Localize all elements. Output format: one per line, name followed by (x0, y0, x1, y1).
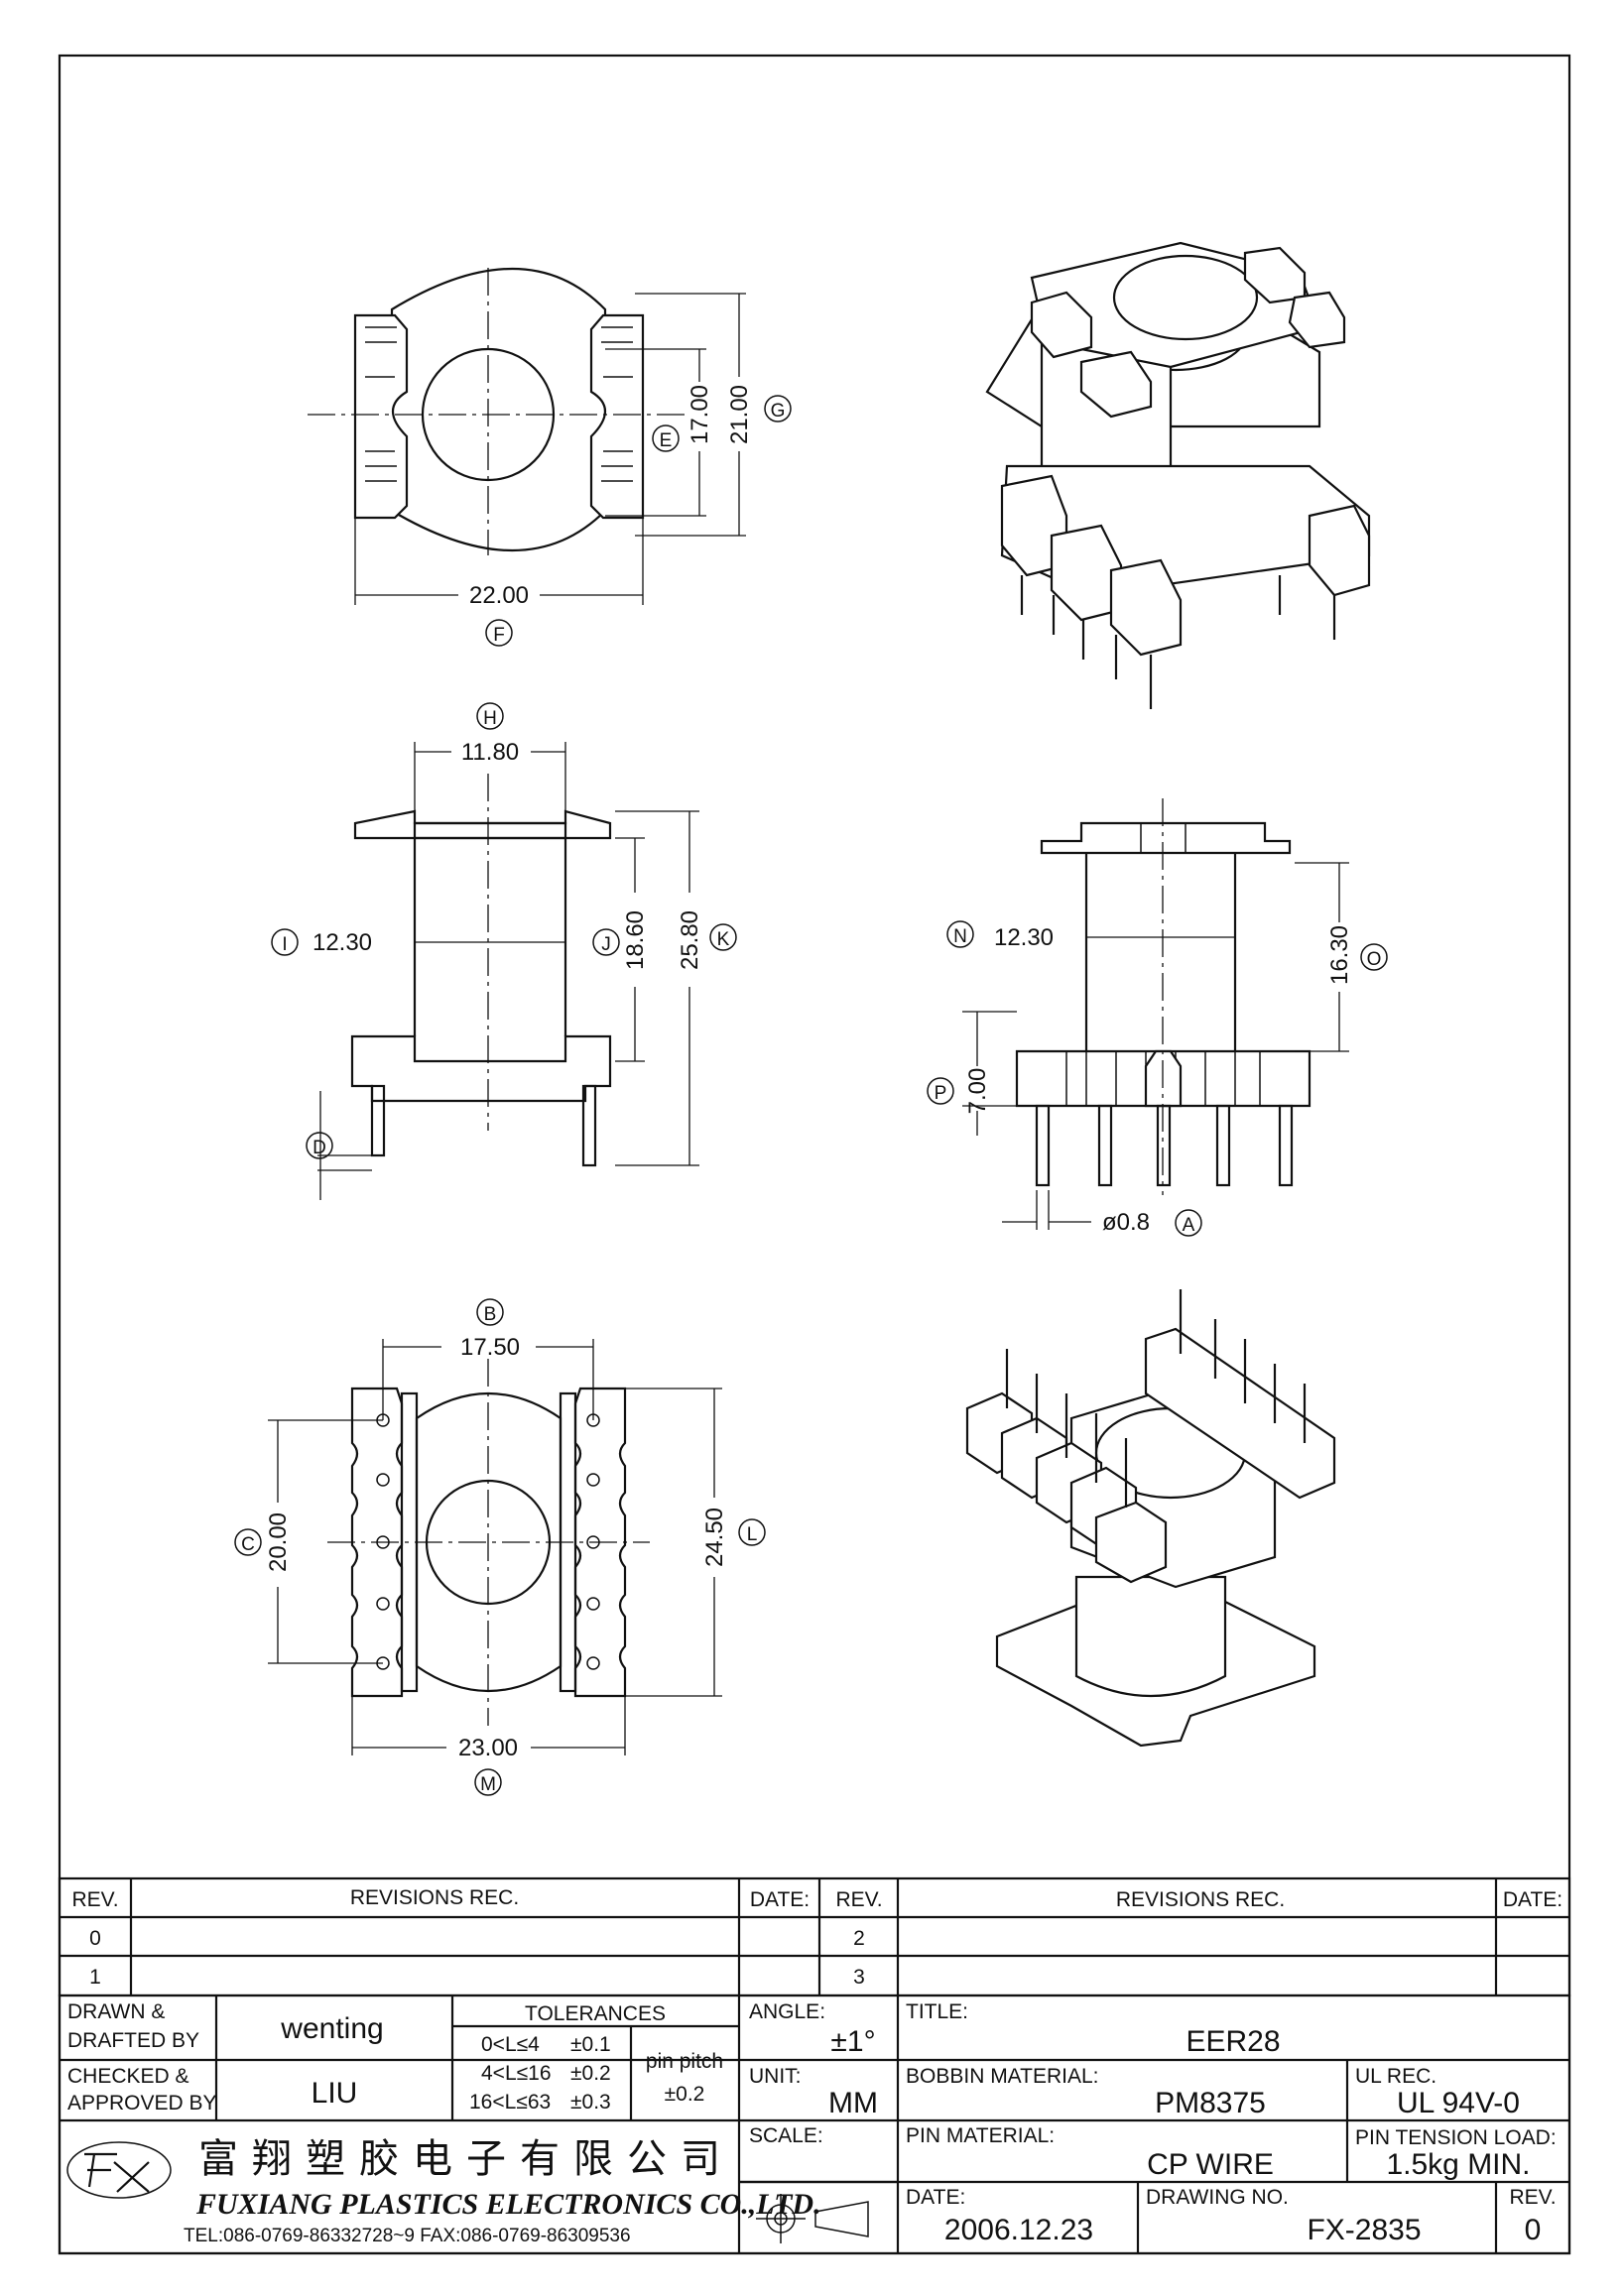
pin-tension-label: PIN TENSION LOAD: (1355, 2126, 1557, 2149)
angle-value: ±1° (830, 2025, 875, 2058)
dim-side-window: 18.60 (622, 910, 649, 970)
date-value: 2006.12.23 (944, 2214, 1093, 2246)
scale-label: SCALE: (749, 2124, 823, 2147)
dim-top-inner: 17.00 (687, 385, 713, 444)
drawn-label-line2: DRAFTED BY (67, 2029, 199, 2052)
rev-header-right: REV. (835, 1888, 882, 1911)
tol-range-1: 4<L≤16 (481, 2062, 552, 2085)
dim-bottom-pitch: 20.00 (265, 1512, 292, 1572)
rev-date-header-left: DATE: (750, 1888, 810, 1911)
ul-value: UL 94V-0 (1397, 2087, 1520, 2119)
dim-top-outer: 21.00 (726, 385, 753, 444)
side-view: 11.80 H 12.30 I 18.60 J 25.80 K D (271, 702, 737, 1200)
tag-front-tube: O (1367, 949, 1382, 970)
tol-value-1: ±0.2 (570, 2062, 611, 2085)
front-view: 12.30 N 16.30 O 7.00 P ø0.8 A (927, 798, 1388, 1237)
ul-label: UL REC. (1355, 2065, 1437, 2088)
bottom-view: 17.50 B 20.00 C 24.50 L 23.00 M (234, 1298, 766, 1796)
drawing-no-label: DRAWING NO. (1146, 2186, 1289, 2209)
tag-bottom-width: M (480, 1774, 496, 1795)
dim-side-height: 25.80 (677, 910, 703, 970)
tag-side-core: I (282, 934, 287, 955)
rev-rec-header-left: REVISIONS REC. (350, 1886, 519, 1909)
iso-view-bottom (965, 1289, 1336, 1748)
tag-front-pin: A (1183, 1215, 1195, 1236)
tag-top-inner: E (660, 430, 673, 451)
dim-side-core: 12.30 (312, 929, 372, 956)
rev-value: 0 (1525, 2214, 1542, 2246)
dim-front-pin: ø0.8 (1102, 1209, 1150, 1236)
tag-front-base: P (935, 1083, 947, 1104)
pin-tension-value: 1.5kg MIN. (1386, 2148, 1530, 2181)
iso-view-top (985, 241, 1371, 709)
unit-label: UNIT: (749, 2065, 802, 2088)
tag-top-outer: G (771, 401, 786, 422)
title-label: TITLE: (906, 2000, 968, 2023)
tolerances-title: TOLERANCES (525, 2002, 666, 2025)
rev-row-1: 1 (89, 1966, 101, 1989)
rev-row-3: 3 (853, 1966, 865, 1989)
projection-symbol-icon (756, 2194, 869, 2243)
unit-value: MM (828, 2087, 878, 2119)
tol-range-2: 16<L≤63 (469, 2091, 551, 2114)
drawn-by-value: wenting (280, 2012, 383, 2045)
date-label: DATE: (906, 2186, 965, 2209)
company-logo-icon (66, 2141, 172, 2199)
rev-rec-header-right: REVISIONS REC. (1116, 1888, 1285, 1911)
tag-top-width: F (493, 625, 505, 646)
tag-side-window: J (601, 934, 611, 955)
tol-range-0: 0<L≤4 (481, 2033, 540, 2056)
checked-label-line1: CHECKED & (67, 2065, 189, 2088)
drawing-no-value: FX-2835 (1307, 2214, 1421, 2246)
dim-front-base: 7.00 (964, 1068, 991, 1115)
tag-bottom-pinrow: B (484, 1304, 497, 1325)
pin-pitch-value: ±0.2 (665, 2083, 705, 2106)
tag-side-height: K (717, 929, 730, 950)
checked-by-value: LIU (312, 2077, 358, 2110)
dim-bottom-len: 24.50 (701, 1508, 728, 1567)
dim-top-width: 22.00 (469, 582, 529, 609)
rev-row-0: 0 (89, 1927, 101, 1950)
pin-material-label: PIN MATERIAL: (906, 2124, 1055, 2147)
tol-value-0: ±0.1 (570, 2033, 611, 2056)
drawn-label-line1: DRAWN & (67, 2000, 165, 2023)
dim-bottom-pinrow: 17.50 (460, 1334, 520, 1361)
sheet-border (58, 54, 1571, 2255)
rev-label: REV. (1509, 2186, 1556, 2209)
company-name-cn: 富翔塑胶电子有限公司 (198, 2136, 734, 2182)
title-value: EER28 (1186, 2025, 1280, 2058)
rev-row-2: 2 (853, 1927, 865, 1950)
angle-label: ANGLE: (749, 2000, 825, 2023)
tag-side-top: H (483, 708, 497, 729)
dim-front-core: 12.30 (994, 924, 1054, 951)
rev-date-header-right: DATE: (1503, 1888, 1562, 1911)
tag-bottom-len: L (747, 1524, 758, 1545)
pin-material-value: CP WIRE (1147, 2148, 1274, 2181)
company-contact: TEL:086-0769-86332728~9 FAX:086-0769-863… (184, 2226, 631, 2246)
rev-header-left: REV. (71, 1888, 118, 1911)
dim-front-tube: 16.30 (1326, 925, 1353, 985)
tol-value-2: ±0.3 (570, 2091, 611, 2114)
pin-pitch-label: pin pitch (646, 2050, 723, 2073)
company-name-en: FUXIANG PLASTICS ELECTRONICS CO.,LTD. (195, 2188, 821, 2221)
tag-side-pin: D (312, 1138, 326, 1158)
bobbin-material-label: BOBBIN MATERIAL: (906, 2065, 1099, 2088)
dim-bottom-width: 23.00 (458, 1735, 518, 1761)
top-view: 22.00 F 17.00 E 21.00 G (308, 267, 792, 647)
tag-bottom-pitch: C (241, 1534, 255, 1555)
tag-front-core: N (953, 926, 967, 947)
bobbin-material-value: PM8375 (1155, 2087, 1266, 2119)
checked-label-line2: APPROVED BY (67, 2092, 217, 2115)
title-block: REV. REVISIONS REC. DATE: REV. REVISIONS… (58, 1876, 1571, 2255)
dim-side-top: 11.80 (461, 739, 519, 766)
